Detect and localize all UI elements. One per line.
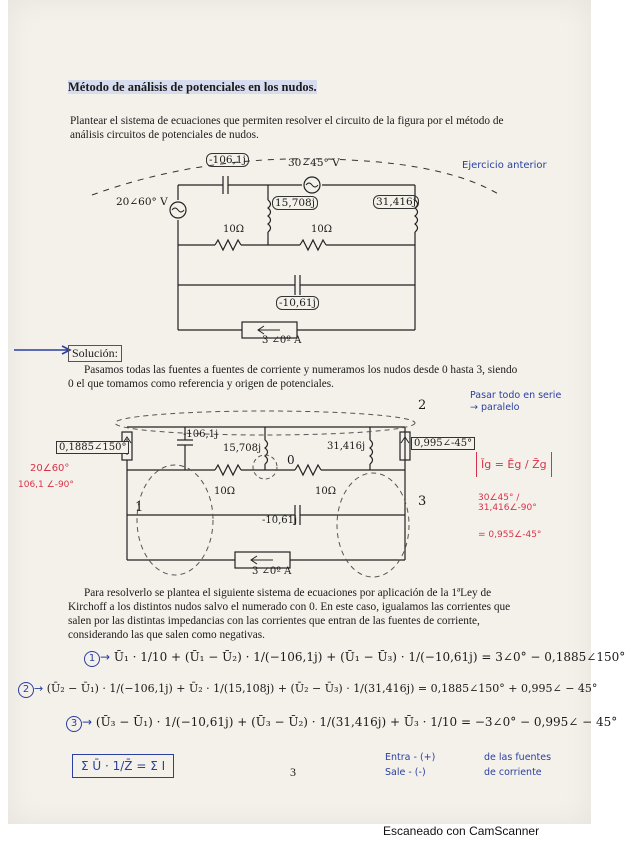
eq3-marker: 3 [66,716,82,732]
current-label: 3 ∠0º A [262,335,302,346]
source-top-label: 30∠45° V [288,157,340,169]
is-right-label: 0,995∠-45° [411,437,476,450]
handwritten-ig-formula: Īg = Ēg / Z̄g [476,452,552,477]
equation-2: 2→ (Ū₂ − Ū₁) · 1/(−106,1j) + Ū₂ · 1/(15,… [18,682,597,698]
node2-label: 2 [418,398,427,413]
solution-pointer-arrow [14,345,72,355]
handwritten-rule-tail-2: de corriente [484,767,542,778]
source-left-label: 20∠60° V [116,196,168,208]
handwritten-rule-tail-1: de las fuentes [484,752,552,763]
node1-label: 1 [135,500,144,515]
page-title: Método de análisis de potenciales en los… [68,80,317,94]
is-left-label: 0,1885∠150° [56,441,130,454]
r1b-label: 10Ω [214,486,236,497]
current-b-label: 3 ∠0º A [252,566,292,577]
l2b-label: 31,416j [327,441,366,452]
solution-label: Solución: [68,345,123,362]
circuit-diagram-2 [114,410,416,578]
c2-label: -10,61j [276,296,319,310]
equation-1: 1→ Ū₁ · 1/10 + (Ū₁ − Ū₂) · 1/(−106,1j) +… [84,650,625,667]
handwritten-val1: 20∠60° [30,463,70,474]
eq2-marker: 2 [18,682,34,698]
handwritten-note-mid: Pasar todo en serie → paralelo [470,390,562,413]
l1b-label: 15,708j [223,443,262,454]
handwritten-formula-bottom: Σ Ū · 1/Z̄ = Σ I [72,754,175,778]
handwritten-val2: 106,1 ∠-90° [18,480,74,490]
c1b-label: -106,1j [183,429,219,440]
explanation-text: Para resolverlo se plantea el siguiente … [68,587,511,641]
c2b-label: -10,61j [262,515,298,526]
scanned-page [8,0,591,824]
equation-3: 3→ (Ū₃ − Ū₁) · 1/(−10,61j) + (Ū₃ − Ū₂) ·… [66,715,617,732]
handwritten-rule-1: Entra - (+) [385,752,436,763]
c1-label: -106,1j [206,153,249,167]
circuit-diagram-1 [91,158,501,339]
handwritten-note-top: Ejercicio anterior [462,160,547,171]
solution-text: Pasamos todas las fuentes a fuentes de c… [68,364,518,390]
l2-label: 31,416j [373,195,419,209]
l1-label: 15,708j [272,196,318,210]
r1-label: 10Ω [223,224,245,235]
problem-statement: Plantear el sistema de ecuaciones que pe… [70,115,504,141]
scanner-footer: Escaneado con CamScanner [383,824,540,838]
r2-label: 10Ω [311,224,333,235]
node0-label: 0 [287,453,295,467]
page-number: 3 [290,765,296,779]
r2b-label: 10Ω [315,486,337,497]
handwritten-calc1: 30∠45° / 31,416∠-90° [478,493,537,513]
node3-label: 3 [418,494,427,509]
eq1-marker: 1 [84,651,100,667]
handwritten-calc2: = 0,955∠-45° [478,530,542,540]
handwritten-rule-2: Sale - (-) [385,767,426,778]
